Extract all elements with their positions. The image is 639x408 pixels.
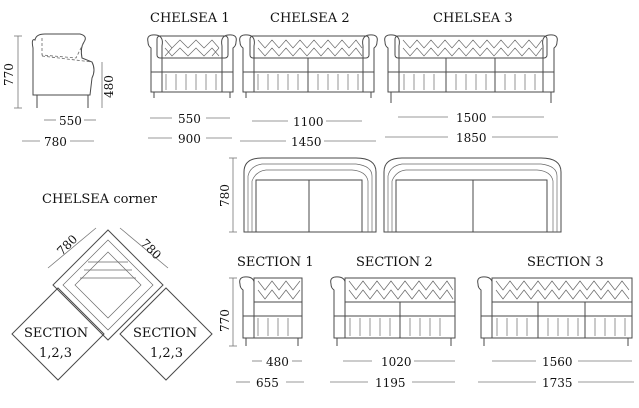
section1-height-label: 770 bbox=[218, 309, 232, 332]
title-section-3: SECTION 3 bbox=[527, 255, 604, 270]
title-chelsea-corner: CHELSEA corner bbox=[42, 192, 158, 207]
title-chelsea-2: CHELSEA 2 bbox=[270, 11, 350, 26]
corner-right-section-label: SECTION bbox=[133, 326, 197, 341]
top-view-depth-label: 780 bbox=[218, 184, 232, 207]
chelsea3-inner-width: 1500 bbox=[456, 111, 487, 125]
corner-depth-right: 780 bbox=[138, 236, 164, 262]
section3-inner-width: 1560 bbox=[542, 355, 573, 369]
chelsea2-front-view: 1100 1450 bbox=[239, 34, 378, 149]
chelsea3-front-view: 1500 1850 bbox=[384, 34, 558, 145]
chelsea3-outer-width: 1850 bbox=[456, 131, 487, 145]
section2-front-view: 1020 1195 bbox=[330, 276, 456, 390]
chelsea2-inner-width: 1100 bbox=[293, 115, 324, 129]
corner-right-section-number: 1,2,3 bbox=[150, 346, 183, 361]
title-section-1: SECTION 1 bbox=[237, 255, 314, 270]
section2-outer-width: 1195 bbox=[375, 376, 406, 390]
title-chelsea-1: CHELSEA 1 bbox=[150, 11, 230, 26]
corner-left-section-number: 1,2,3 bbox=[39, 346, 72, 361]
corner-right-section-shape bbox=[119, 287, 213, 381]
section1-outer-width: 655 bbox=[256, 376, 279, 390]
section1-front-view: 770 480 655 bbox=[218, 276, 304, 390]
title-chelsea-3: CHELSEA 3 bbox=[433, 11, 513, 26]
side-depth-outer-label: 780 bbox=[44, 135, 67, 149]
chelsea2-outer-width: 1450 bbox=[291, 135, 322, 149]
chelsea1-outer-width: 900 bbox=[178, 132, 201, 146]
section3-outer-width: 1735 bbox=[542, 376, 573, 390]
corner-left-section-label: SECTION bbox=[24, 326, 88, 341]
chelsea1-inner-width: 550 bbox=[178, 112, 201, 126]
side-seat-height-label: 480 bbox=[102, 75, 116, 98]
corner-left-section-shape bbox=[11, 287, 105, 381]
side-depth-inner-label: 550 bbox=[59, 114, 82, 128]
top-view-sofas: 780 bbox=[218, 157, 562, 233]
title-section-2: SECTION 2 bbox=[356, 255, 433, 270]
chelsea1-front-view: 550 900 bbox=[147, 34, 237, 146]
corner-view: 780 780 SECTION 1,2,3 SECTION 1,2,3 bbox=[11, 227, 213, 381]
side-view: 770 480 550 780 bbox=[2, 33, 116, 149]
side-height-label: 770 bbox=[2, 63, 16, 86]
side-inner-contour bbox=[41, 38, 84, 59]
section2-inner-width: 1020 bbox=[381, 355, 412, 369]
side-profile bbox=[31, 33, 95, 96]
section1-inner-width: 480 bbox=[266, 355, 289, 369]
section3-front-view: 1560 1735 bbox=[477, 276, 634, 390]
corner-depth-left: 780 bbox=[54, 232, 80, 258]
